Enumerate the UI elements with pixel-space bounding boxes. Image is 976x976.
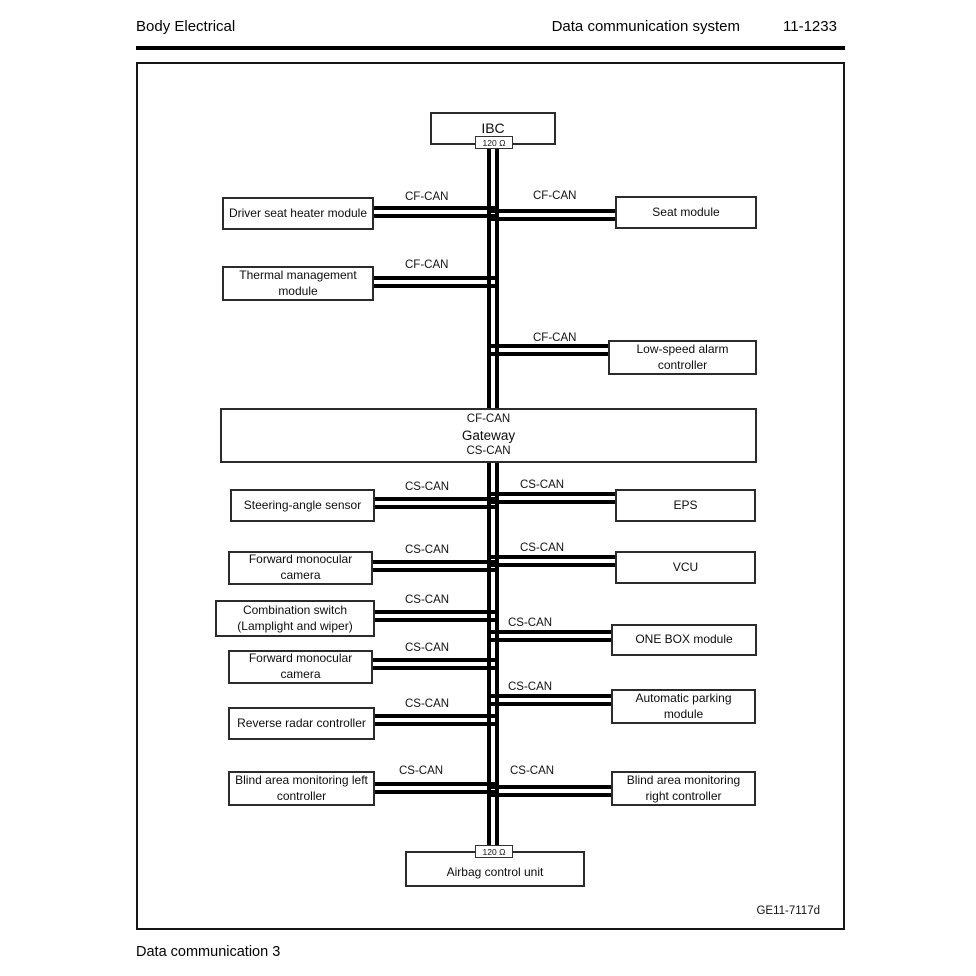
wire-blind-right [487, 785, 611, 797]
wire-forward-camera-1 [373, 560, 499, 572]
gateway-cf-can-tag: CF-CAN [466, 413, 511, 425]
page-title: Data communication system [551, 18, 740, 35]
node-thermal-management: Thermal management module [222, 266, 374, 301]
can-label: CS-CAN [520, 479, 565, 491]
can-label: CS-CAN [508, 681, 553, 693]
wire-driver-seat-heater [374, 206, 499, 218]
can-label: CS-CAN [510, 765, 555, 777]
wire-combination-switch [375, 610, 499, 622]
gateway-cs-can-tag: CS-CAN [466, 445, 511, 457]
wire-vcu [487, 555, 615, 567]
node-vcu: VCU [615, 551, 756, 584]
node-blind-left: Blind area monitoring left controller [228, 771, 375, 806]
figure-code: GE11-7117d [756, 905, 820, 917]
wire-steering-angle-sensor [375, 497, 499, 509]
footer-caption: Data communication 3 [136, 944, 281, 960]
wire-auto-parking [487, 694, 611, 706]
can-label: CF-CAN [405, 259, 449, 271]
node-forward-camera-1: Forward monocular camera [228, 551, 373, 585]
node-combination-switch: Combination switch (Lamplight and wiper) [215, 600, 375, 637]
node-steering-angle-sensor: Steering-angle sensor [230, 489, 375, 522]
node-auto-parking: Automatic parking module [611, 689, 756, 724]
node-low-speed-alarm: Low-speed alarm controller [608, 340, 757, 375]
wire-low-speed-alarm [487, 344, 608, 356]
can-label: CS-CAN [405, 594, 450, 606]
wire-one-box [487, 630, 611, 642]
wire-seat-module [487, 209, 615, 221]
can-label: CS-CAN [405, 698, 450, 710]
node-reverse-radar: Reverse radar controller [228, 707, 375, 740]
wire-blind-left [375, 782, 499, 794]
node-gateway: CF-CAN Gateway CS-CAN [220, 408, 757, 463]
can-label: CF-CAN [533, 190, 577, 202]
node-seat-module: Seat module [615, 196, 757, 229]
wire-eps [487, 492, 615, 504]
terminator-120ohm-airbag: 120 Ω [475, 845, 513, 858]
can-label: CF-CAN [405, 191, 449, 203]
node-eps: EPS [615, 489, 756, 522]
node-blind-right: Blind area monitoring right controller [611, 771, 756, 806]
wire-thermal-management [374, 276, 499, 288]
node-driver-seat-heater: Driver seat heater module [222, 197, 374, 230]
wire-forward-camera-2 [373, 658, 499, 670]
node-one-box: ONE BOX module [611, 624, 757, 656]
gateway-label: Gateway [461, 427, 516, 443]
page-number: 11-1233 [783, 18, 837, 35]
cf-can-bus-line [487, 142, 499, 408]
header-rule [136, 46, 845, 50]
wire-reverse-radar [375, 714, 499, 726]
can-label: CF-CAN [533, 332, 577, 344]
can-label: CS-CAN [405, 544, 450, 556]
can-label: CS-CAN [520, 542, 565, 554]
can-label: CS-CAN [508, 617, 553, 629]
terminator-120ohm-ibc: 120 Ω [475, 136, 513, 149]
node-forward-camera-2: Forward monocular camera [228, 650, 373, 684]
can-label: CS-CAN [405, 642, 450, 654]
can-label: CS-CAN [405, 481, 450, 493]
header-section: Body Electrical [136, 18, 236, 35]
can-label: CS-CAN [399, 765, 444, 777]
